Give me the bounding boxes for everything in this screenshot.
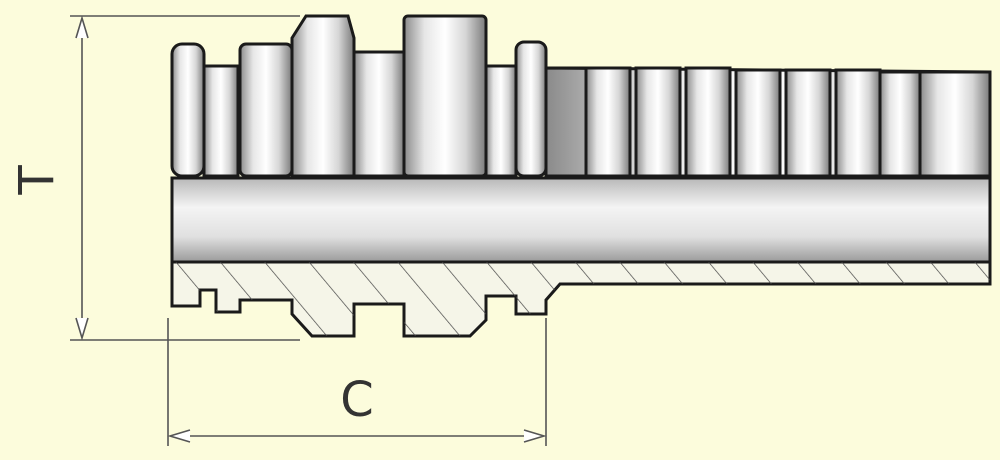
fitting-external-view [170, 14, 588, 178]
dimension-c [167, 318, 547, 446]
fitting-tail-barbs [544, 66, 992, 178]
fitting-bore [170, 176, 992, 264]
dimension-c-label: C [340, 372, 374, 428]
dimension-t [70, 15, 300, 341]
fitting-section-view [170, 260, 992, 338]
dimension-t-label: T [9, 165, 65, 196]
